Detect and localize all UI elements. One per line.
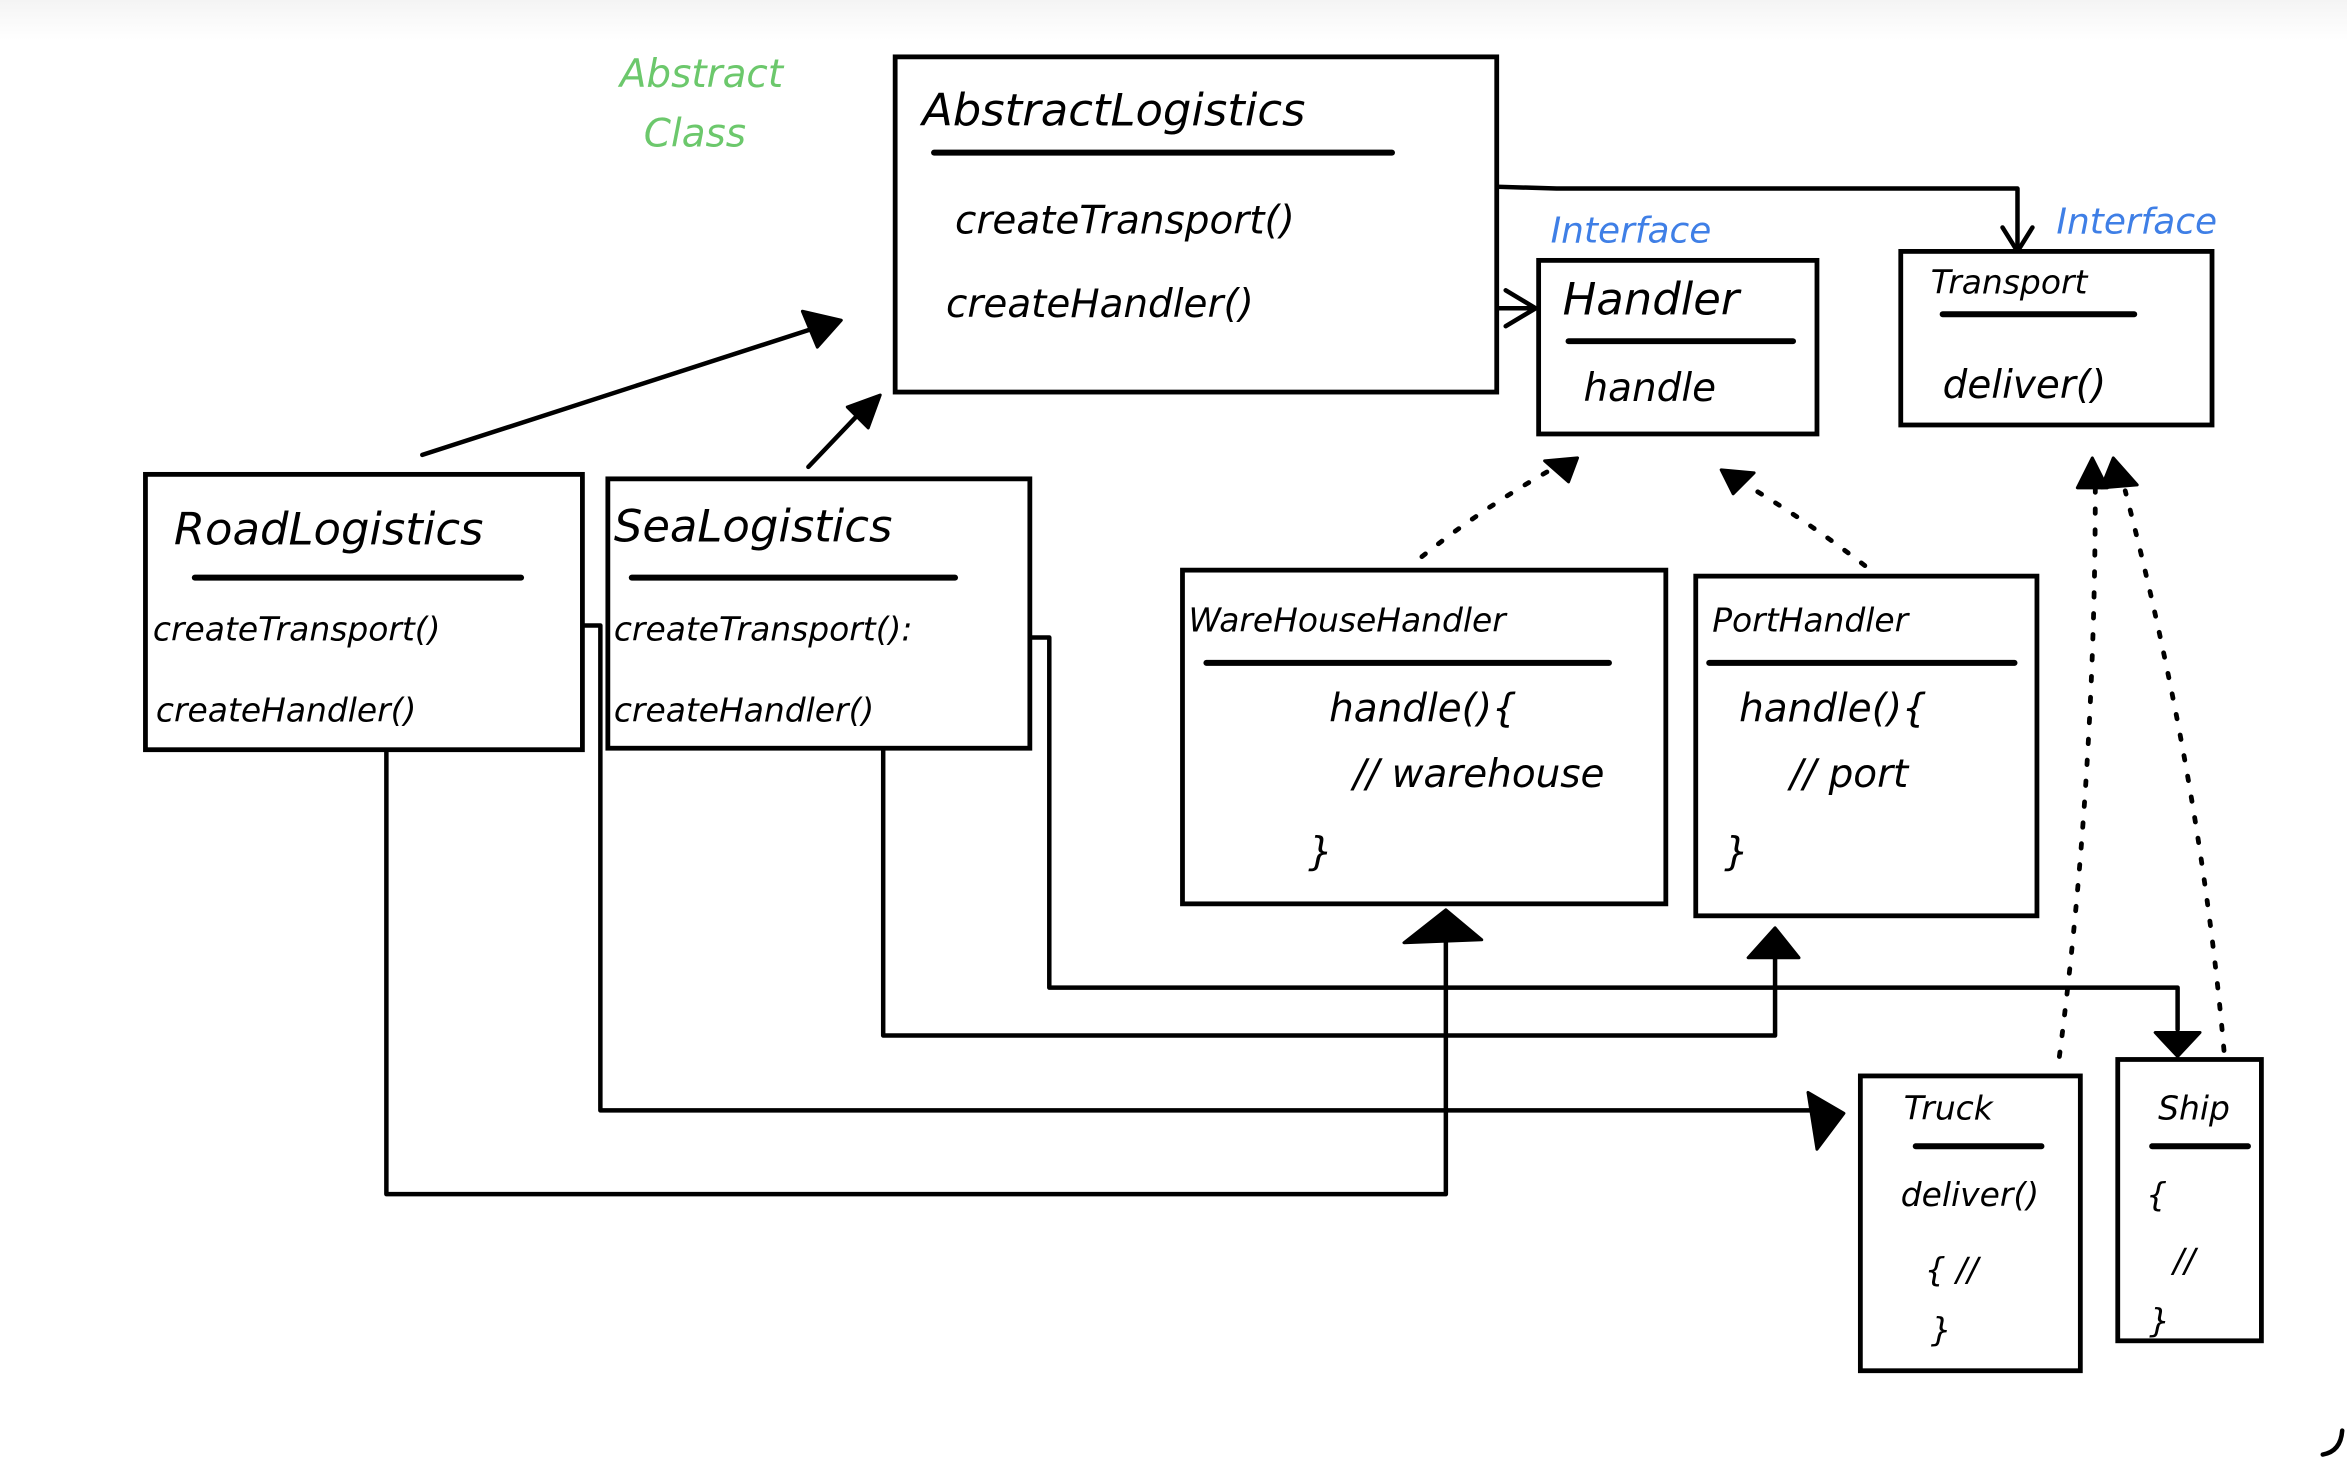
method-open-brace: { (2146, 1175, 2167, 1214)
class-road-logistics[interactable]: RoadLogistics createTransport() createHa… (143, 471, 585, 753)
edge-road-to-warehouse (384, 745, 1484, 1197)
method-create-transport: createTransport() (153, 609, 441, 648)
edge-abstract-to-transport (1457, 183, 2035, 254)
method-body: { // (1925, 1250, 1982, 1289)
method-handle: handle(){ (1329, 686, 1517, 731)
method-close-brace: } (1931, 1310, 1952, 1349)
edge-road-to-truck (581, 623, 1846, 1151)
class-name: PortHandler (1712, 600, 1910, 639)
edge-sea-to-ship (1021, 635, 2202, 1058)
class-name: Transport (1931, 262, 2089, 301)
edge-port-to-handler (1719, 468, 1868, 569)
method-handle: handle (1584, 366, 1717, 411)
class-transport-interface[interactable]: Transport deliver() (1898, 249, 2215, 428)
edge-sea-to-port (880, 745, 1801, 1038)
method-close-brace: } (2149, 1301, 2170, 1340)
method-deliver: deliver() (1901, 1175, 2039, 1214)
edge-warehouse-to-handler (1419, 456, 1580, 560)
method-body-comment: // warehouse (1350, 752, 1604, 797)
method-close-brace: } (1724, 830, 1749, 875)
abstract-class-note-line2: Class (644, 112, 746, 157)
edge-ship-to-transport (2099, 456, 2227, 1053)
class-name: WareHouseHandler (1188, 600, 1508, 639)
class-name: Ship (2158, 1088, 2230, 1127)
class-name: AbstractLogistics (919, 84, 1305, 137)
class-abstract-logistics[interactable]: AbstractLogistics createTransport() crea… (892, 54, 1500, 395)
method-create-handler: createHandler() (156, 690, 416, 729)
method-create-handler: createHandler() (614, 690, 874, 729)
method-deliver: deliver() (1943, 363, 2107, 408)
class-name: SeaLogistics (614, 500, 893, 553)
class-warehouse-handler[interactable]: WareHouseHandler handle(){ // warehouse … (1180, 567, 1669, 907)
transport-interface-note: Interface (2056, 201, 2217, 242)
class-sea-logistics[interactable]: SeaLogistics createTransport(): createHa… (605, 476, 1033, 751)
edge-truck-to-transport (2056, 456, 2109, 1059)
method-body-comment: // (2170, 1241, 2199, 1280)
method-create-transport: createTransport() (955, 198, 1295, 243)
class-name: RoadLogistics (174, 503, 484, 556)
method-handle: handle(){ (1739, 686, 1927, 731)
class-handler-interface[interactable]: Handler handle (1536, 257, 1820, 437)
class-port-handler[interactable]: PortHandler handle(){ // port } (1693, 573, 2040, 919)
class-name: Truck (1904, 1088, 1995, 1127)
class-truck[interactable]: Truck deliver() { // } (1857, 1073, 2083, 1374)
method-close-brace: } (1308, 830, 1333, 875)
abstract-class-note-line1: Abstract (617, 52, 785, 97)
method-body-comment: // port (1787, 752, 1910, 797)
class-ship[interactable]: Ship { // } (2115, 1057, 2264, 1344)
method-create-handler: createHandler() (946, 282, 1254, 327)
pen-stroke-mark (2320, 1428, 2345, 1457)
method-create-transport: createTransport(): (614, 609, 913, 648)
edge-road-to-abstract (420, 309, 843, 458)
class-name: Handler (1563, 272, 1742, 325)
handler-interface-note: Interface (1551, 210, 1712, 251)
edge-sea-to-abstract (806, 393, 882, 470)
